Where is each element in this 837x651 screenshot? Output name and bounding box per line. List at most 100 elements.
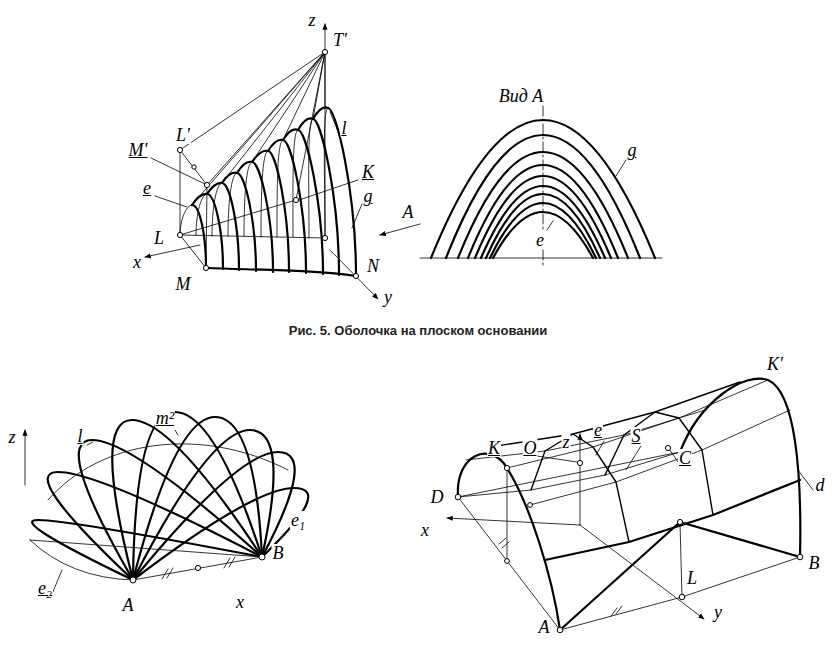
curve-letter: g [363,187,374,205]
view-title: Вид A [498,87,545,105]
shell-figure-four-part [577,460,582,465]
axis-letter: x [132,253,142,271]
shell-figure-one-part [322,49,327,54]
curve-letter: l [340,119,347,137]
curve-letter: l [76,427,83,445]
point-letter: D [430,488,445,506]
shell-figure-four-part [557,627,563,633]
point-letter: B [272,544,285,562]
axis-letter: x [420,521,430,539]
axis-letter: x [235,593,245,611]
shell-figure-four-part [466,410,705,460]
shell-figure-four-part [528,503,533,508]
shell-figure-four-part [580,525,704,619]
shell-figure-one-part [206,268,356,276]
shell-figure-three-part [195,565,200,570]
curve-letter: e [535,231,545,249]
axis-letter: z [7,428,16,446]
shell-figure-four-part [545,480,800,560]
axis-letter: y [713,603,723,621]
shell-figure-one-part [203,265,208,270]
axis-letter: y [383,288,393,306]
view-a-arches-part [420,258,662,259]
shell-figure-one-part [353,273,358,278]
shell-figure-one-part [204,182,209,187]
view-a-arches-part [458,152,628,258]
shell-figure-four-part [530,410,790,505]
shell-figure-four-part [531,434,629,542]
shell-figure-one-part [322,235,327,240]
shell-figure-four-part [458,454,560,630]
shell-figure-three-part [130,577,136,583]
surface-letter: S [631,427,642,445]
shell-figure-four-part [458,452,680,497]
shell-figure-one-part [177,232,182,237]
curve-letter: e₂ [37,579,53,597]
shell-figure-three [25,412,308,594]
point-letter: C [678,449,692,467]
shell-figure-four-part [499,538,622,616]
point-letter: L [153,229,165,247]
shell-figure-one-part [192,107,328,205]
shell-figure-three-part [259,554,265,560]
shell-figure-three-part [133,488,308,580]
point-letter: T' [332,31,348,49]
shell-figure-four-part [507,380,768,468]
view-a-arches-part [475,176,611,258]
view-letter: A [402,203,415,221]
view-a-arches [420,106,662,268]
shell-figure-one-part [192,165,196,169]
curve-letter: g [627,141,638,159]
point-letter: B [808,554,821,572]
shell-figure-one-part [293,197,298,202]
view-a-arches-part [446,135,640,258]
curve-letter: e [593,421,603,439]
shell-figure-four-part [560,522,800,630]
shell-figure-three-part [133,412,262,580]
point-letter: O [523,439,538,457]
shell-figure-four-part [677,519,682,524]
point-letter: L [686,569,698,587]
shell-figure-four-part [680,379,800,557]
curve-letter: d [815,476,826,494]
shell-figure-one-part [380,224,420,235]
shell-figure-four-part [580,434,581,525]
point-letter: M' [128,141,149,159]
curve-letter: e₁ [290,511,306,529]
shell-figure-three-part [112,420,262,580]
shell-figure-four-part [605,412,713,515]
view-a-arches-part [468,165,618,258]
shell-figure-four-part [447,518,580,525]
shell-figure-three-part [52,430,178,594]
point-letter: K' [766,355,784,373]
point-letter: A [122,596,135,614]
shell-figure-four-part [665,445,670,450]
shell-figure-three-part [162,557,235,579]
shell-figure-four-part [500,441,813,490]
shell-figure-one [145,24,420,299]
view-a-arches-part [481,186,605,258]
shell-figure-four [447,379,813,633]
point-letter: K [361,163,375,181]
figure-caption: Рис. 5. Оболочка на плоском основании [287,323,550,338]
view-a-arches-part [431,120,655,258]
shell-figure-one-part [151,112,362,228]
point-letter: K [487,439,501,457]
axis-letter: z [307,11,316,29]
shell-figure-one-part [192,108,356,276]
shell-figure-four-part [797,554,803,560]
shell-figure-four-part [505,559,510,564]
axis-letter: z [561,433,570,451]
shell-figure-four-part [455,494,461,500]
point-letter: A [538,618,551,636]
view-a-arches-part [490,203,596,258]
curve-letter: e [142,179,152,197]
shell-figure-one-part [180,150,325,268]
curve-letter: m² [155,409,175,427]
shell-figure-three-part [133,430,274,580]
shell-figure-one-part [180,108,328,238]
shell-figure-four-part [679,594,685,600]
point-letter: L' [175,126,191,144]
view-a-arches-part [493,212,593,258]
